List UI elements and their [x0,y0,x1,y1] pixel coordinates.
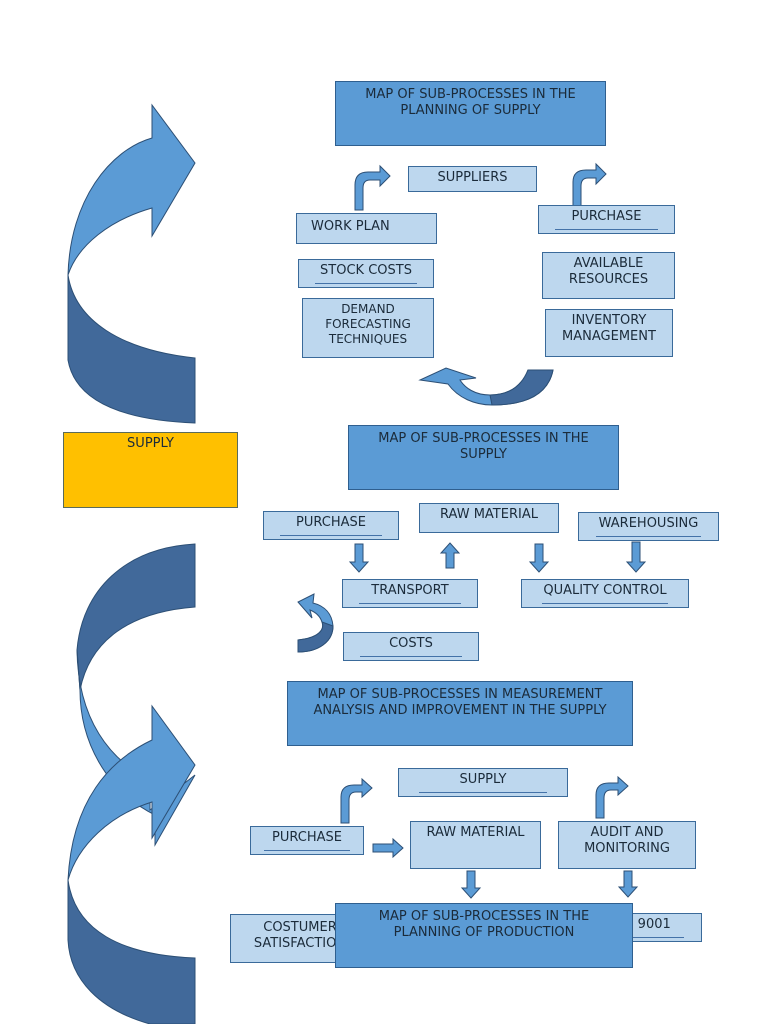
curved-arrow-top-left-icon [67,103,196,424]
section2-title: MAP OF SUB-PROCESSES IN THE SUPPLY [378,431,589,462]
bent-arrow-work-plan-icon [354,164,391,211]
purchase-label: PURCHASE [272,830,342,845]
curved-arrow-bottom-left-icon [67,704,196,1024]
available-resources-label: AVAILABLE RESOURCES [568,256,649,287]
section1-demand-forecasting-box: DEMAND FORECASTING TECHNIQUES [302,298,434,358]
section3-header: MAP OF SUB-PROCESSES IN MEASUREMENT ANAL… [287,681,633,746]
section2-raw-material-box: RAW MATERIAL [419,503,559,533]
section1-header: MAP OF SUB-PROCESSES IN THE PLANNING OF … [335,81,606,146]
audit-monitoring-label: AUDIT AND MONITORING [584,825,670,856]
underline [264,850,350,851]
up-arrow-transport-raw-material-icon [439,542,461,569]
section1-inventory-management-box: INVENTORY MANAGEMENT [545,309,673,357]
down-arrow-audit-icon [617,870,639,898]
u-turn-arrow-icon [418,367,554,406]
transport-label: TRANSPORT [371,583,449,598]
section2-warehousing-box: WAREHOUSING [578,512,719,541]
demand-forecasting-label: DEMAND FORECASTING TECHNIQUES [325,302,411,346]
section3-purchase-box: PURCHASE [250,826,364,855]
bent-arrow-purchase-icon [572,162,607,207]
supply-side-label: SUPPLY [127,436,174,451]
costs-label: COSTS [389,636,433,651]
underline [315,283,417,284]
down-arrow-raw-material-icon [460,870,482,899]
section3-audit-monitoring-box: AUDIT AND MONITORING [558,821,696,869]
work-plan-label: WORK PLAN [311,219,390,234]
raw-material-label: RAW MATERIAL [440,507,538,522]
section1-stock-costs-box: STOCK COSTS [298,259,434,288]
section4-title: MAP OF SUB-PROCESSES IN THE PLANNING OF … [378,909,590,940]
section2-purchase-box: PURCHASE [263,511,399,540]
warehousing-label: WAREHOUSING [598,516,699,531]
section1-title: MAP OF SUB-PROCESSES IN THE PLANNING OF … [365,87,576,118]
underline [595,536,702,537]
supply-label: SUPPLY [459,772,507,787]
down-arrow-purchase-transport-icon [348,543,370,573]
underline [360,656,462,657]
section3-title: MAP OF SUB-PROCESSES IN MEASUREMENT ANAL… [313,687,607,718]
curved-arrow-costs-icon [297,593,334,653]
underline [359,603,461,604]
bent-arrow-audit-icon [595,775,629,819]
underline [555,229,658,230]
section3-supply-box: SUPPLY [398,768,568,797]
section2-quality-control-box: QUALITY CONTROL [521,579,689,608]
bent-arrow-purchase-supply-icon [340,777,373,824]
inventory-management-label: INVENTORY MANAGEMENT [562,313,656,344]
section1-available-resources-box: AVAILABLE RESOURCES [542,252,675,299]
suppliers-label: SUPPLIERS [437,170,508,185]
section2-costs-box: COSTS [343,632,479,661]
underline [280,535,382,536]
purchase-label: PURCHASE [571,209,642,224]
raw-material-label: RAW MATERIAL [426,825,525,840]
right-arrow-purchase-raw-material-icon [372,837,404,859]
down-arrow-warehousing-quality-icon [625,541,647,573]
section2-header: MAP OF SUB-PROCESSES IN THE SUPPLY [348,425,619,490]
customer-satisfaction-label: COSTUMER SATISFACTION [253,920,347,951]
underline [541,603,669,604]
section3-raw-material-box: RAW MATERIAL [410,821,541,869]
stock-costs-label: STOCK COSTS [320,263,412,278]
purchase-label: PURCHASE [296,515,366,530]
section1-work-plan-box: WORK PLAN [296,213,437,244]
section4-header: MAP OF SUB-PROCESSES IN THE PLANNING OF … [335,903,633,968]
section1-purchase-box: PURCHASE [538,205,675,234]
section2-transport-box: TRANSPORT [342,579,478,608]
section1-suppliers-box: SUPPLIERS [408,166,537,192]
down-arrow-raw-material-quality-icon [528,543,550,573]
curved-arrow-middle-left-icon [76,543,196,847]
underline [419,792,547,793]
quality-control-label: QUALITY CONTROL [543,583,667,598]
supply-side-box: SUPPLY [63,432,238,508]
